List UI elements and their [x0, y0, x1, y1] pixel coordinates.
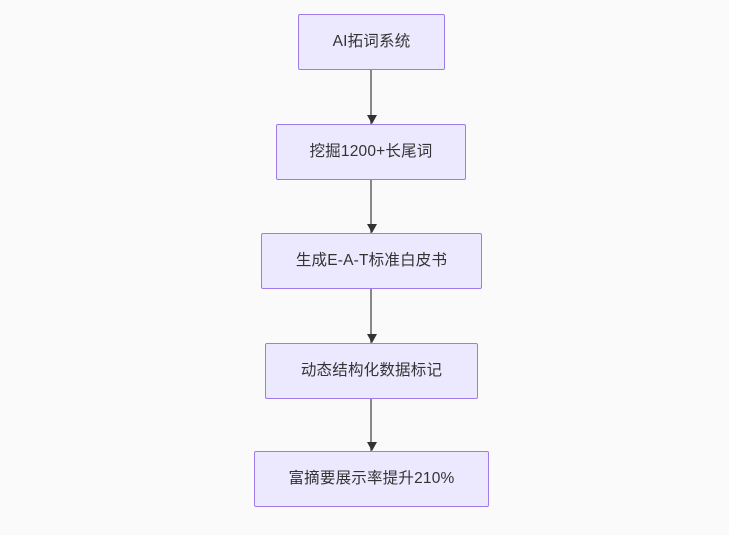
- arrowhead-icon: [367, 442, 377, 451]
- arrowhead-icon: [367, 224, 377, 233]
- node-label: 富摘要展示率提升210%: [288, 470, 455, 488]
- flowchart-node-4[interactable]: 动态结构化数据标记: [265, 343, 478, 399]
- arrowhead-icon: [367, 334, 377, 343]
- flowchart-node-1[interactable]: AI拓词系统: [298, 14, 445, 70]
- node-label: AI拓词系统: [332, 33, 411, 51]
- node-label: 动态结构化数据标记: [300, 362, 443, 380]
- flowchart-node-2[interactable]: 挖掘1200+长尾词: [276, 124, 466, 180]
- edge-line: [370, 399, 372, 451]
- flowchart-node-3[interactable]: 生成E-A-T标准白皮书: [261, 233, 482, 289]
- edge-line: [370, 289, 372, 343]
- node-label: 生成E-A-T标准白皮书: [295, 252, 448, 270]
- edge-line: [370, 180, 372, 233]
- node-label: 挖掘1200+长尾词: [309, 143, 433, 161]
- edge-line: [370, 70, 372, 124]
- arrowhead-icon: [367, 115, 377, 124]
- flowchart-node-5[interactable]: 富摘要展示率提升210%: [254, 451, 489, 507]
